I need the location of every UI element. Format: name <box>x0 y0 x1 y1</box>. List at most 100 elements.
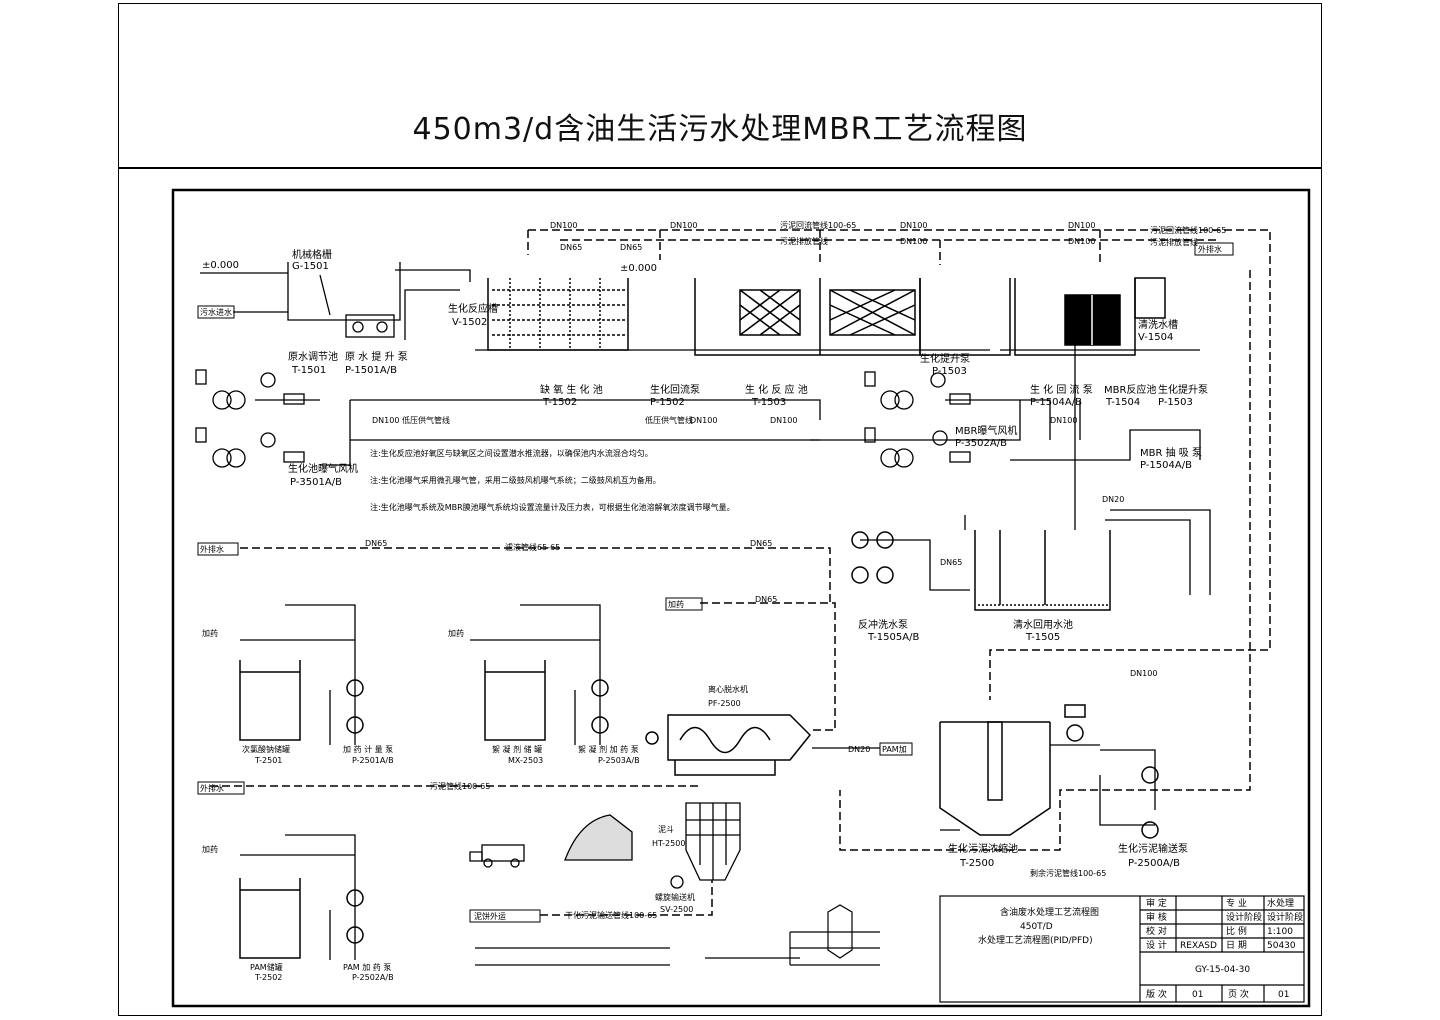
dewater-name: 离心脱水机 <box>708 684 748 694</box>
dosing2-pump-name: 絮 凝 剂 加 药 泵 <box>578 744 639 754</box>
dosing1-tag: T-2501 <box>254 756 282 765</box>
tb-capacity: 450T/D <box>1020 922 1053 932</box>
clean-tank-name: 清洗水槽 <box>1138 318 1178 331</box>
dosing2-tag: MX-2503 <box>508 756 543 765</box>
pipe-label: 污泥回流管线100-65 <box>780 220 856 230</box>
aer-tank-tag: T-1503 <box>751 397 786 408</box>
pipe-label: DN65 <box>560 243 582 252</box>
legend-symbols <box>475 904 880 966</box>
sludge-pump-tag: P-2500A/B <box>1128 858 1180 869</box>
tb-k2: 专 业 <box>1226 897 1247 909</box>
pipe-label: DN100 <box>670 221 697 230</box>
raw-pump-tag: P-1501A/B <box>345 365 397 376</box>
note-2: 注:生化池曝气采用微孔曝气管，采用二级鼓风机曝气系统；二级鼓风机互为备用。 <box>370 475 661 485</box>
pipe-label: 剩余污泥管线100-65 <box>1030 868 1106 878</box>
chemical-in-2: 加药 <box>448 628 464 638</box>
pipe-label: DN65 <box>940 558 962 567</box>
mbr-pump-name: 生化提升泵 <box>1158 383 1208 396</box>
tb-k: 设 计 <box>1146 939 1167 951</box>
chem-inlet-box <box>665 597 703 611</box>
blower-group-1 <box>195 369 305 468</box>
pipe-label: 污泥回流管线100-65 <box>1150 225 1226 235</box>
return-arrow <box>197 781 245 795</box>
tb-k: 审 核 <box>1146 911 1167 923</box>
tb-project: 含油废水处理工艺流程图 <box>1000 906 1099 918</box>
pipe-label: DN100 <box>1068 237 1095 246</box>
raw-water-tank <box>287 262 401 338</box>
clean-tank-tag: V-1504 <box>1138 332 1173 343</box>
outlet-label: 外排水 <box>1198 244 1222 254</box>
mbr-pump-tag: P-1503 <box>1158 397 1193 408</box>
sludge-hopper <box>670 802 741 889</box>
pipe-label: DN65 <box>750 539 772 548</box>
backwash-pump-tag: T-1505A/B <box>867 632 919 643</box>
mbr-tank-name: MBR反应池 <box>1104 383 1156 396</box>
anoxic-tank <box>487 278 629 351</box>
tb-v2: 设计阶段 <box>1267 911 1303 923</box>
note-3: 注:生化池曝气系统及MBR膜池曝气系统均设置流量计及压力表，可根据生化池溶解氧浓… <box>370 502 735 512</box>
sludge-thickener <box>939 704 1159 839</box>
raw-tank-tag: T-1501 <box>291 365 326 376</box>
ground-level-2: ±0.000 <box>620 263 657 274</box>
sludge-tank-tag: T-2500 <box>959 858 994 869</box>
pipe-label: 干化污泥输送管线100-65 <box>565 910 657 920</box>
pipe-label: 低压供气管线 <box>402 415 450 425</box>
truck-icon <box>469 814 633 868</box>
inner-border <box>171 188 1311 1008</box>
outlet-arrow <box>1194 242 1234 256</box>
conveyor-tag: SV-2500 <box>660 905 693 914</box>
recirc-name: 生 化 回 流 泵 <box>1030 383 1093 396</box>
tb-k: 审 定 <box>1146 897 1167 909</box>
ground-level: ±0.000 <box>202 260 239 271</box>
anoxic-name: 缺 氧 生 化 池 <box>540 383 603 396</box>
bio-pump-name: 生化提升泵 <box>920 352 970 365</box>
tb-v2: 水处理 <box>1267 897 1294 909</box>
pipe-label: DN100 <box>900 237 927 246</box>
title-block <box>939 895 1305 1003</box>
return-pump-tag: P-1502 <box>650 397 685 408</box>
conveyor-name: 螺旋输送机 <box>655 892 695 902</box>
tb-k2: 日 期 <box>1226 940 1247 951</box>
pipe-labels: DN100 DN65 DN65 DN100 污泥回流管线100-65 污泥排放管… <box>365 220 1226 920</box>
process-lines <box>200 269 1211 960</box>
aerobic-tank <box>694 278 1011 356</box>
tb-v: REXASD <box>1180 941 1217 951</box>
pipe-label: DN100 <box>550 221 577 230</box>
clean-water-tank-name: 清水回用水池 <box>1013 618 1073 631</box>
pipe-label: DN100 <box>690 416 717 425</box>
tb-ver-label: 版 次 <box>1146 988 1167 1000</box>
tb-page-label: 页 次 <box>1228 988 1249 1000</box>
drawing-frame <box>118 168 1322 1016</box>
pipe-label: 滤液管线65-65 <box>505 542 560 552</box>
mbr-suction-name: MBR 抽 吸 泵 <box>1140 446 1202 459</box>
screen-name: 机械格栅 <box>292 248 332 261</box>
pipe-label: 污泥排放管线 <box>1150 237 1198 247</box>
dosing3-name: PAM储罐 <box>250 962 283 972</box>
chemical-in-3: 加药 <box>202 844 218 854</box>
pipe-label: 低压供气管线 <box>645 415 693 425</box>
chem-inlet-label: 加药 <box>668 599 684 609</box>
blower1-tag: P-3501A/B <box>290 477 342 488</box>
dosing3-pump-tag: P-2502A/B <box>352 973 394 982</box>
tb-k2: 设计阶段 <box>1226 911 1262 923</box>
pipe-label: DN100 <box>900 221 927 230</box>
dosing3-tag: T-2502 <box>254 973 282 982</box>
return-pump-name: 生化回流泵 <box>650 383 700 396</box>
dewatering-machine <box>645 714 812 776</box>
mbr-suction-tag: P-1504A/B <box>1140 460 1192 471</box>
tb-v2: 50430 <box>1267 941 1296 951</box>
blower2-name: MBR曝气风机 <box>955 424 1017 437</box>
anoxic-tag: T-1502 <box>542 397 577 408</box>
page-title: 450m3/d含油生活污水处理MBR工艺流程图 <box>412 112 1028 147</box>
pam-label: PAM加 <box>882 744 907 754</box>
pipe-label: DN100 <box>770 416 797 425</box>
tb-v2: 1:100 <box>1267 927 1293 937</box>
pipe-label: DN65 <box>620 243 642 252</box>
hopper-tag: HT-2500 <box>652 839 685 848</box>
screen-tag: G-1501 <box>292 261 329 272</box>
title-bar: 450m3/d含油生活污水处理MBR工艺流程图 <box>118 3 1322 168</box>
sludge-out-arrow <box>469 909 541 923</box>
inlet-arrow <box>197 305 235 319</box>
bio-tank-name: 生化反应槽 <box>448 302 498 315</box>
